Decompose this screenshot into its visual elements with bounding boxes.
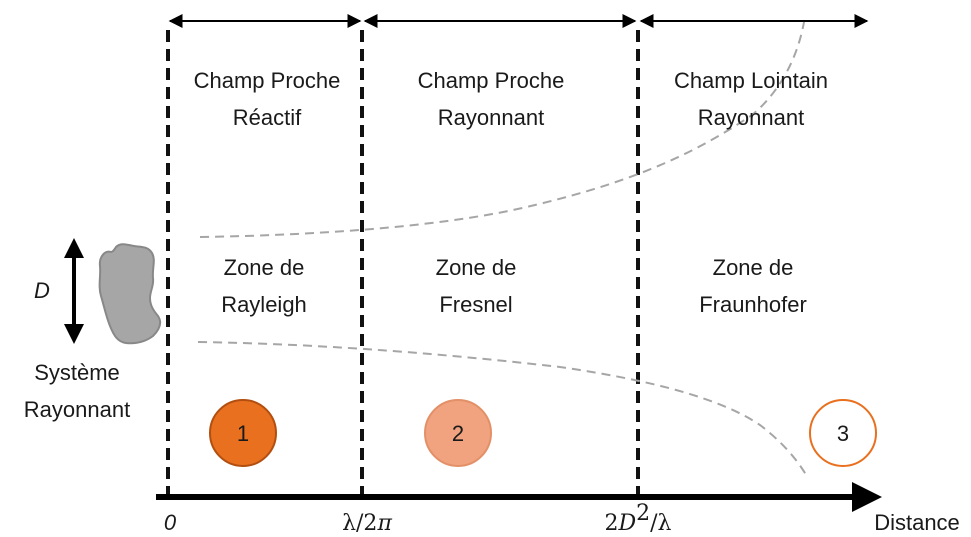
zone-1-field-line-2: Réactif <box>233 105 302 130</box>
zone-3-region-line-2: Fraunhofer <box>699 292 807 317</box>
zone-2-region-line-1: Zone de <box>436 255 517 280</box>
zone-3-region-line-1: Zone de <box>713 255 794 280</box>
zone-1-region-line-2: Rayleigh <box>221 292 307 317</box>
zone-2-field-line-2: Rayonnant <box>438 105 544 130</box>
zone-2-marker-number: 2 <box>452 421 464 446</box>
zone-1-marker <box>209 399 277 467</box>
beam-envelope-lower <box>197 341 809 479</box>
zone-1-marker-number: 1 <box>237 421 249 446</box>
zone-1-field-line-1: Champ Proche <box>194 68 341 93</box>
zone-3-marker <box>809 399 877 467</box>
zone-3-field-line-1: Champ Lointain <box>674 68 828 93</box>
boundary-1-label: λ/2π <box>342 511 392 536</box>
beam-envelope-upper <box>199 21 805 238</box>
dimension-label: D <box>34 278 50 303</box>
boundary-2-label: 2D2/λ <box>605 501 672 536</box>
source-caption-line-1: Système <box>34 360 120 385</box>
zone-3-marker-number: 3 <box>837 421 849 446</box>
zone-2-field-line-1: Champ Proche <box>418 68 565 93</box>
axis-label-distance: Distance <box>874 510 960 535</box>
zone-2-marker <box>424 399 492 467</box>
source-caption-line-2: Rayonnant <box>24 397 130 422</box>
zone-2-region-line-2: Fresnel <box>439 292 512 317</box>
zone-3-field-line-2: Rayonnant <box>698 105 804 130</box>
origin-label: 0 <box>164 510 177 535</box>
radiating-system-shape <box>98 243 162 345</box>
zone-1-region-line-1: Zone de <box>224 255 305 280</box>
